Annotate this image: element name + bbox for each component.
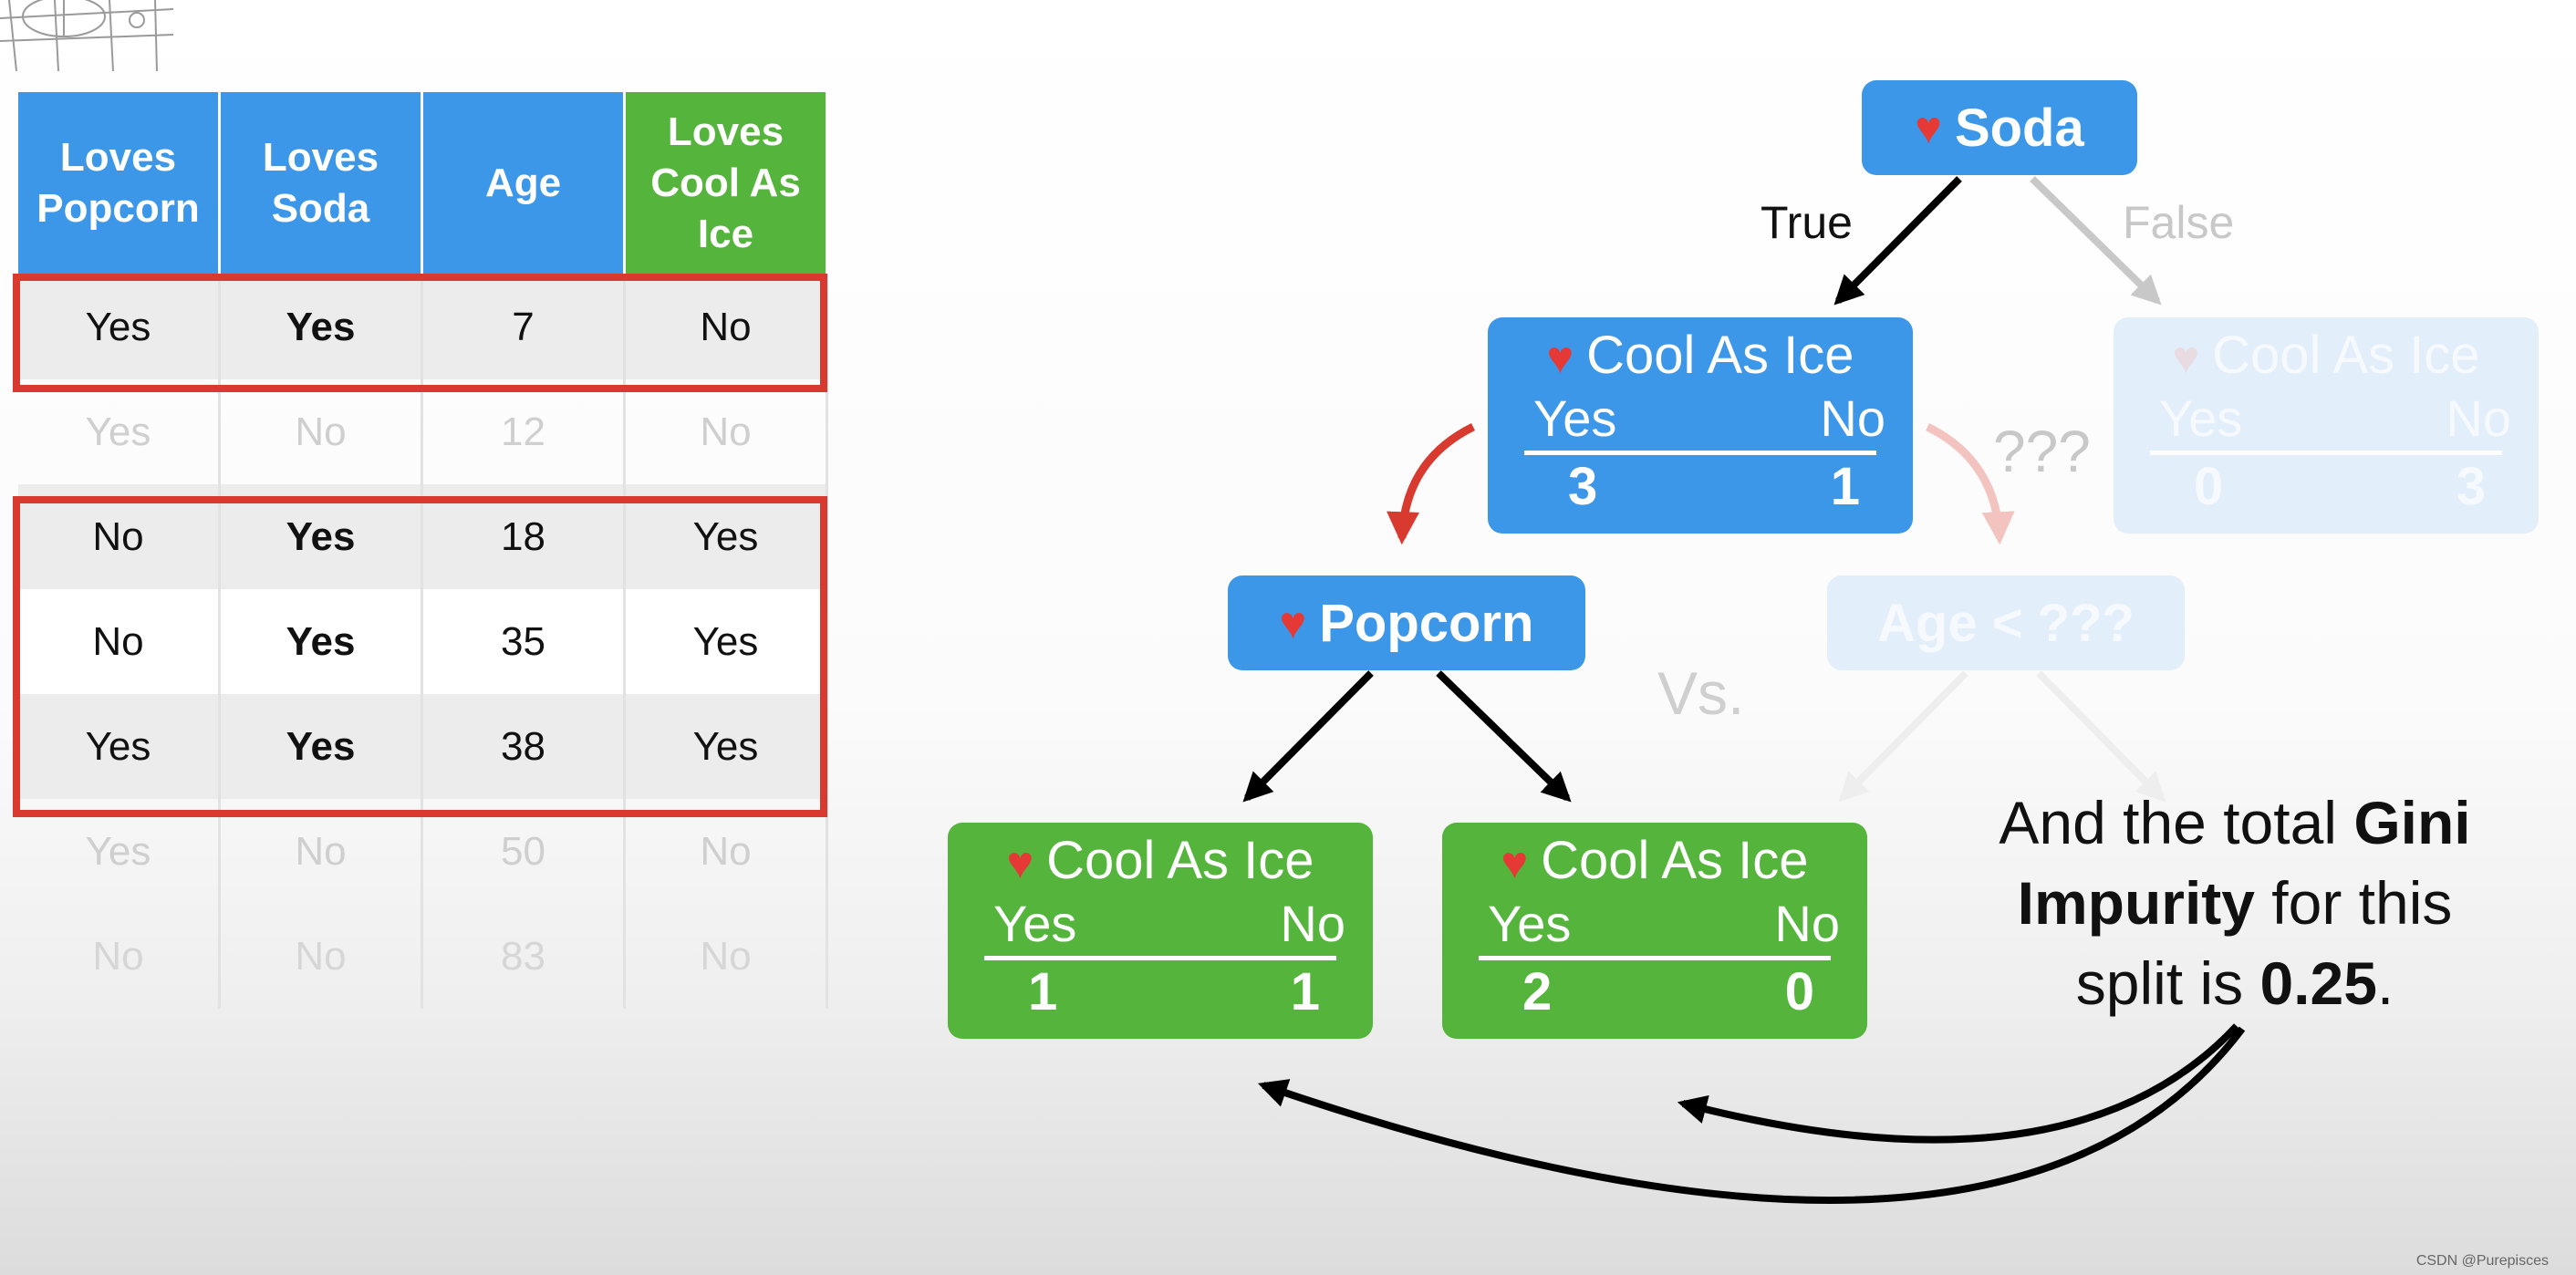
no-label: No: [1774, 895, 1840, 952]
divider: [1524, 451, 1876, 455]
watermark: CSDN @Purepisces: [2415, 1253, 2549, 1269]
no-count: 1: [1830, 457, 1860, 516]
yes-count: 0: [2194, 457, 2224, 516]
cell-cool-as-ice: No: [624, 904, 828, 1009]
age-left-arrow: [1838, 670, 1968, 803]
cell-cool-as-ice: No: [624, 275, 828, 379]
caption-text-2: for this split is: [2075, 869, 2453, 1017]
cell-age: 12: [421, 379, 626, 484]
heart-icon: ♥: [1279, 597, 1307, 648]
node-title: ♥Cool As Ice: [1546, 326, 1854, 385]
data-table: Loves Popcorn Loves Soda Age Loves Cool …: [18, 92, 828, 1009]
gini-caption: And the total Gini Impurity for this spl…: [1961, 783, 2508, 1023]
cell-cool-as-ice: Yes: [624, 694, 828, 799]
header-loves-cool-as-ice: Loves Cool As Ice: [624, 92, 828, 275]
heart-icon: ♥: [1006, 837, 1034, 888]
caption-text-1: And the total: [1999, 789, 2354, 856]
no-count: 1: [1290, 962, 1320, 1021]
heart-icon: ♥: [1915, 102, 1942, 153]
cell-popcorn: No: [18, 904, 221, 1009]
header-loves-soda: Loves Soda: [219, 92, 423, 275]
left-leaf-node: ♥Cool As Ice Yes No 1 1: [948, 823, 1373, 1039]
cell-soda: Yes: [219, 275, 423, 379]
true-branch-node: ♥Cool As Ice Yes No 3 1: [1488, 317, 1913, 534]
table-header-row: Loves Popcorn Loves Soda Age Loves Cool …: [18, 92, 828, 275]
pink-curved-arrow: [1926, 422, 2015, 545]
cell-soda: Yes: [219, 694, 423, 799]
yes-count: 1: [1028, 962, 1058, 1021]
highlight-box-row-1: [13, 274, 827, 392]
table-row: Yes No 50 No: [18, 799, 828, 904]
node-title: ♥Cool As Ice: [2172, 326, 2480, 385]
table-row: Yes No 12 No: [18, 379, 828, 484]
caption-bold-value: 0.25: [2259, 949, 2377, 1017]
popcorn-node: ♥ Popcorn: [1228, 575, 1585, 670]
popcorn-left-arrow: [1242, 670, 1374, 803]
popcorn-node-label: Popcorn: [1319, 593, 1534, 653]
table-row: Yes Yes 38 Yes: [18, 694, 828, 799]
edge-label-true: True: [1761, 197, 1853, 248]
no-label: No: [1280, 895, 1345, 952]
divider: [1479, 956, 1831, 960]
cell-age: 7: [421, 275, 626, 379]
node-title: ♥Cool As Ice: [1006, 831, 1314, 890]
cell-cool-as-ice: Yes: [624, 589, 828, 694]
divider: [2150, 451, 2502, 455]
edge-true-arrow: [1833, 176, 1962, 306]
cell-soda: No: [219, 379, 423, 484]
yes-count: 2: [1522, 962, 1553, 1021]
root-node-soda: ♥ Soda: [1862, 80, 2137, 175]
unknown-threshold-label: ???: [1993, 419, 2091, 484]
vs-label: Vs.: [1657, 659, 1745, 727]
root-node-label: Soda: [1954, 98, 2084, 158]
header-age: Age: [421, 92, 626, 275]
highlight-box-rows-3-5: [13, 496, 827, 817]
table-row: No No 83 No: [18, 904, 828, 1009]
age-node-label: Age < ???: [1877, 593, 2135, 653]
no-count: 0: [1784, 962, 1814, 1021]
caption-arrow-left-leaf: [1257, 1026, 2246, 1205]
red-curved-arrow: [1387, 422, 1475, 545]
cell-popcorn: Yes: [18, 275, 221, 379]
caption-arrow-right-leaf: [1677, 1023, 2239, 1144]
cell-age: 35: [421, 589, 626, 694]
caption-text-3: .: [2376, 949, 2394, 1017]
cell-popcorn: No: [18, 589, 221, 694]
header-loves-popcorn: Loves Popcorn: [18, 92, 221, 275]
no-label: No: [2446, 389, 2511, 447]
table-row: No Yes 35 Yes: [18, 589, 828, 694]
yes-label: Yes: [2159, 389, 2243, 447]
no-label: No: [1820, 389, 1885, 447]
table-row: Yes Yes 7 No: [18, 275, 828, 379]
yes-label: Yes: [1533, 389, 1617, 447]
cell-popcorn: Yes: [18, 379, 221, 484]
right-leaf-node: ♥Cool As Ice Yes No 2 0: [1442, 823, 1867, 1039]
cell-age: 83: [421, 904, 626, 1009]
divider: [984, 956, 1336, 960]
edge-label-false: False: [2123, 197, 2235, 248]
cell-popcorn: Yes: [18, 694, 221, 799]
cell-soda: Yes: [219, 589, 423, 694]
heart-icon: ♥: [1501, 837, 1529, 888]
false-branch-node: ♥Cool As Ice Yes No 0 3: [2114, 317, 2539, 534]
cell-soda: No: [219, 904, 423, 1009]
age-right-arrow: [2036, 670, 2166, 803]
yes-label: Yes: [1488, 895, 1572, 952]
caption-bold-gini: Gini Impurity: [2017, 789, 2471, 937]
heart-icon: ♥: [2172, 332, 2200, 383]
no-count: 3: [2456, 457, 2486, 516]
popcorn-right-arrow: [1436, 670, 1572, 803]
cell-cool-as-ice: No: [624, 379, 828, 484]
logo-icon: [0, 0, 174, 72]
heart-icon: ♥: [1546, 332, 1574, 383]
yes-count: 3: [1568, 457, 1598, 516]
cell-age: 38: [421, 694, 626, 799]
yes-label: Yes: [993, 895, 1077, 952]
age-node: Age < ???: [1827, 575, 2185, 670]
node-title: ♥Cool As Ice: [1501, 831, 1809, 890]
